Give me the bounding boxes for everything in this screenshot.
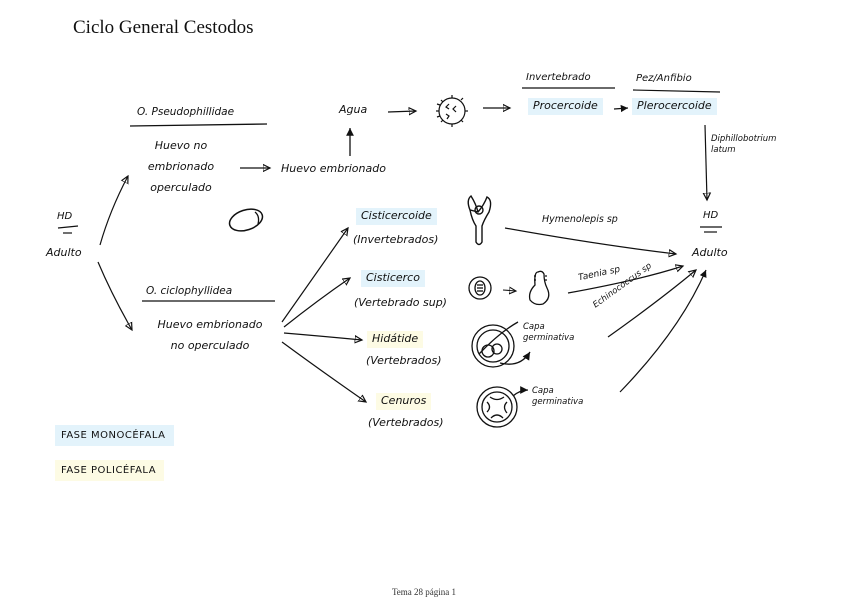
cenuros-capa-germinativa-label: Capa germinativa [532, 386, 584, 408]
water-label: Agua [339, 103, 368, 116]
arrow-to-cisticercoide [281, 228, 348, 323]
cisticerco-icon [468, 276, 492, 300]
arrow-to-cisticerco [283, 278, 350, 328]
hidatide-capa-germinativa-label: Capa germinativa [523, 322, 575, 344]
hidatide-icon [471, 321, 531, 368]
plerocercoide-label: Plerocercoide [632, 98, 717, 115]
pseudophyllidea-order-label: O. Pseudophillidae [137, 106, 235, 118]
arrow-adulto-to-pseudophyllidea [99, 176, 128, 246]
cenuros-icon [476, 386, 529, 428]
procercoide-label: Procercoide [528, 98, 603, 115]
arrow-echinococcus-to-adulto [607, 270, 696, 338]
egg-line-3: operculado [150, 180, 212, 194]
hd-left-label: HD [57, 211, 73, 222]
embryonated-egg-label: Huevo embrionado [281, 162, 386, 175]
host-invertebrado-label: Invertebrado [526, 72, 591, 83]
hidatide-host-label: (Vertebrados) [366, 354, 442, 367]
legend-monocephalic: FASE MONOCÉFALA [55, 425, 174, 446]
cisticerco-label: Cisticerco [361, 270, 425, 287]
coracidium-icon [436, 95, 468, 127]
diphillobotrium-label: Diphillobotrium latum [711, 134, 777, 156]
page-title: Ciclo General Cestodos [73, 17, 254, 38]
underline-pseudophyllidea [129, 123, 268, 127]
cisticercoide-label: Cisticercoide [356, 208, 437, 225]
underline-hd-left [57, 225, 79, 229]
arrow-cenuros-to-adulto [619, 269, 707, 393]
egg-line-2: embrionado [147, 159, 215, 173]
cyclo-egg-line-2: no operculado [170, 338, 250, 352]
cisticerco-host-label: (Vertebrado sup) [354, 296, 447, 309]
underline-pez-anfibio [632, 89, 721, 93]
arrow-taenia-to-adulto [567, 266, 683, 294]
legend-polycephalic: FASE POLICÉFALA [55, 460, 165, 481]
adulto-right-label: Adulto [692, 246, 728, 259]
hidatide-label: Hidátide [367, 331, 424, 348]
arrow-cisticerco-evagination [502, 290, 516, 291]
unembryonated-egg-label: Huevo no embrionado operculado [140, 139, 222, 196]
cyclo-egg-line-1: Huevo embrionado [157, 318, 263, 331]
hymenolepis-label: Hymenolepis sp [542, 214, 618, 225]
evaginated-cisticerco-icon [528, 270, 550, 306]
arrow-water-to-coracidium [387, 111, 416, 112]
page-footer: Tema 28 página 1 [391, 587, 457, 597]
cisticercoide-host-label: (Invertebrados) [353, 233, 439, 246]
hd-right-label: HD [703, 210, 719, 221]
host-pez-anfibio-label: Pez/Anfibio [636, 73, 692, 84]
egg-line-1: Huevo no [154, 139, 208, 152]
adulto-left-label: Adulto [46, 246, 82, 259]
arrow-to-cenuros [281, 341, 366, 402]
arrow-to-hidatide [283, 332, 362, 340]
cenuros-label: Cenuros [376, 393, 432, 410]
cyclophyllidea-order-label: O. ciclophyllidea [146, 285, 233, 297]
cenuros-host-label: (Vertebrados) [368, 416, 444, 429]
operculated-egg-icon [228, 208, 264, 232]
arrow-plerocercoide-to-adulto [705, 124, 707, 200]
cisticercoide-icon [467, 194, 492, 246]
arrow-procercoide-to-plerocercoide [613, 104, 629, 113]
cyclophyllidea-egg-label: Huevo embrionado no operculado [140, 318, 280, 354]
arrow-hymenolepis-to-adulto [504, 227, 676, 254]
arrow-adulto-to-cyclophyllidea [97, 261, 132, 330]
